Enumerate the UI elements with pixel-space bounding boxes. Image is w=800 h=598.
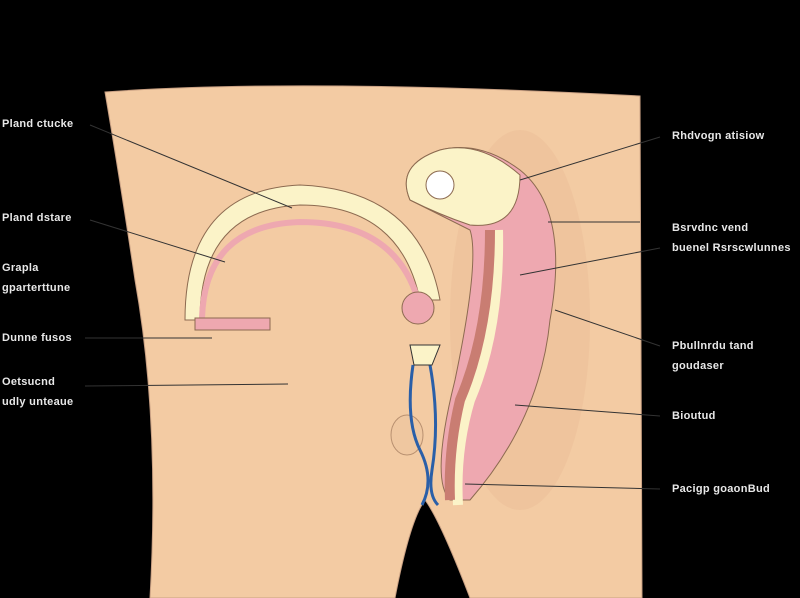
bulb (401, 291, 435, 325)
arch-structure (184, 184, 441, 321)
gland-circle (425, 170, 455, 200)
arch-inner (199, 218, 421, 319)
vas-duct-2 (428, 364, 440, 507)
shaft-core (444, 229, 495, 501)
label-right-4: Bioutud (672, 410, 716, 422)
shaft (452, 229, 504, 506)
gland-cap (405, 147, 521, 226)
vas-duct (408, 364, 430, 506)
label-right-1: Rhdvogn atisiow (672, 130, 765, 142)
tip (409, 344, 441, 366)
testis (390, 414, 424, 456)
label-left-4: Dunne fusos (2, 332, 72, 344)
label-left-1: Pland ctucke (2, 118, 74, 130)
leader-lines (84, 124, 661, 490)
label-right-5: Pacigp goaonBud (672, 483, 770, 495)
label-left-2: Pland dstare (2, 212, 72, 224)
fringe (194, 317, 271, 331)
